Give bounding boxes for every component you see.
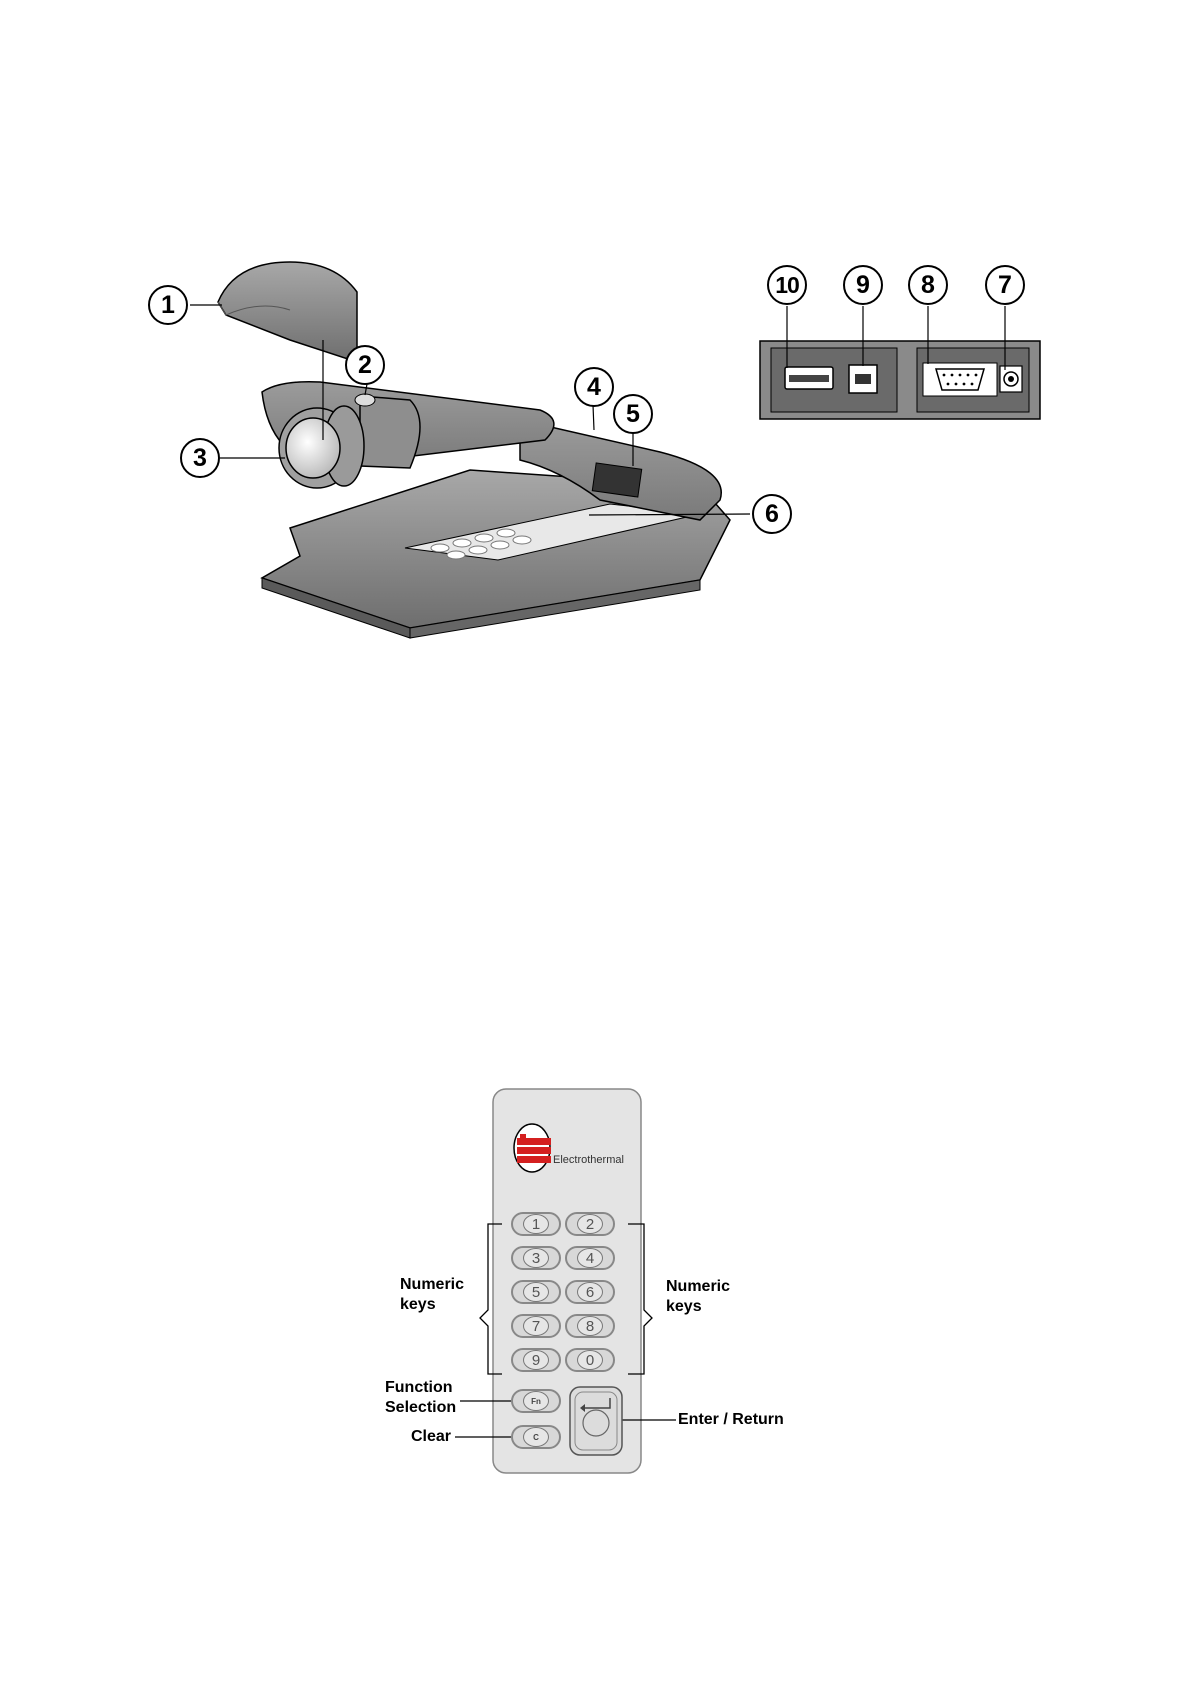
key-2[interactable]: 2 [565,1212,615,1236]
brand-name: Electrothermal [553,1154,624,1166]
label-numeric-keys-left: Numeric keys [400,1275,470,1315]
label-clear: Clear [411,1427,451,1447]
fn-key[interactable]: Fn [511,1389,561,1413]
key-6[interactable]: 6 [565,1280,615,1304]
enter-key[interactable] [570,1387,622,1455]
key-4[interactable]: 4 [565,1246,615,1270]
key-1[interactable]: 1 [511,1212,561,1236]
key-9[interactable]: 9 [511,1348,561,1372]
label-enter-return: Enter / Return [678,1410,784,1430]
label-numeric-keys-right: Numeric keys [666,1277,736,1317]
key-8[interactable]: 8 [565,1314,615,1338]
key-0[interactable]: 0 [565,1348,615,1372]
key-7[interactable]: 7 [511,1314,561,1338]
label-function-selection: Function Selection [385,1378,465,1418]
key-5[interactable]: 5 [511,1280,561,1304]
brand-logo [514,1124,551,1172]
key-3[interactable]: 3 [511,1246,561,1270]
clear-key[interactable]: C [511,1425,561,1449]
numeric-keypad-grid: 1 2 3 4 5 6 7 8 9 0 [511,1212,619,1372]
